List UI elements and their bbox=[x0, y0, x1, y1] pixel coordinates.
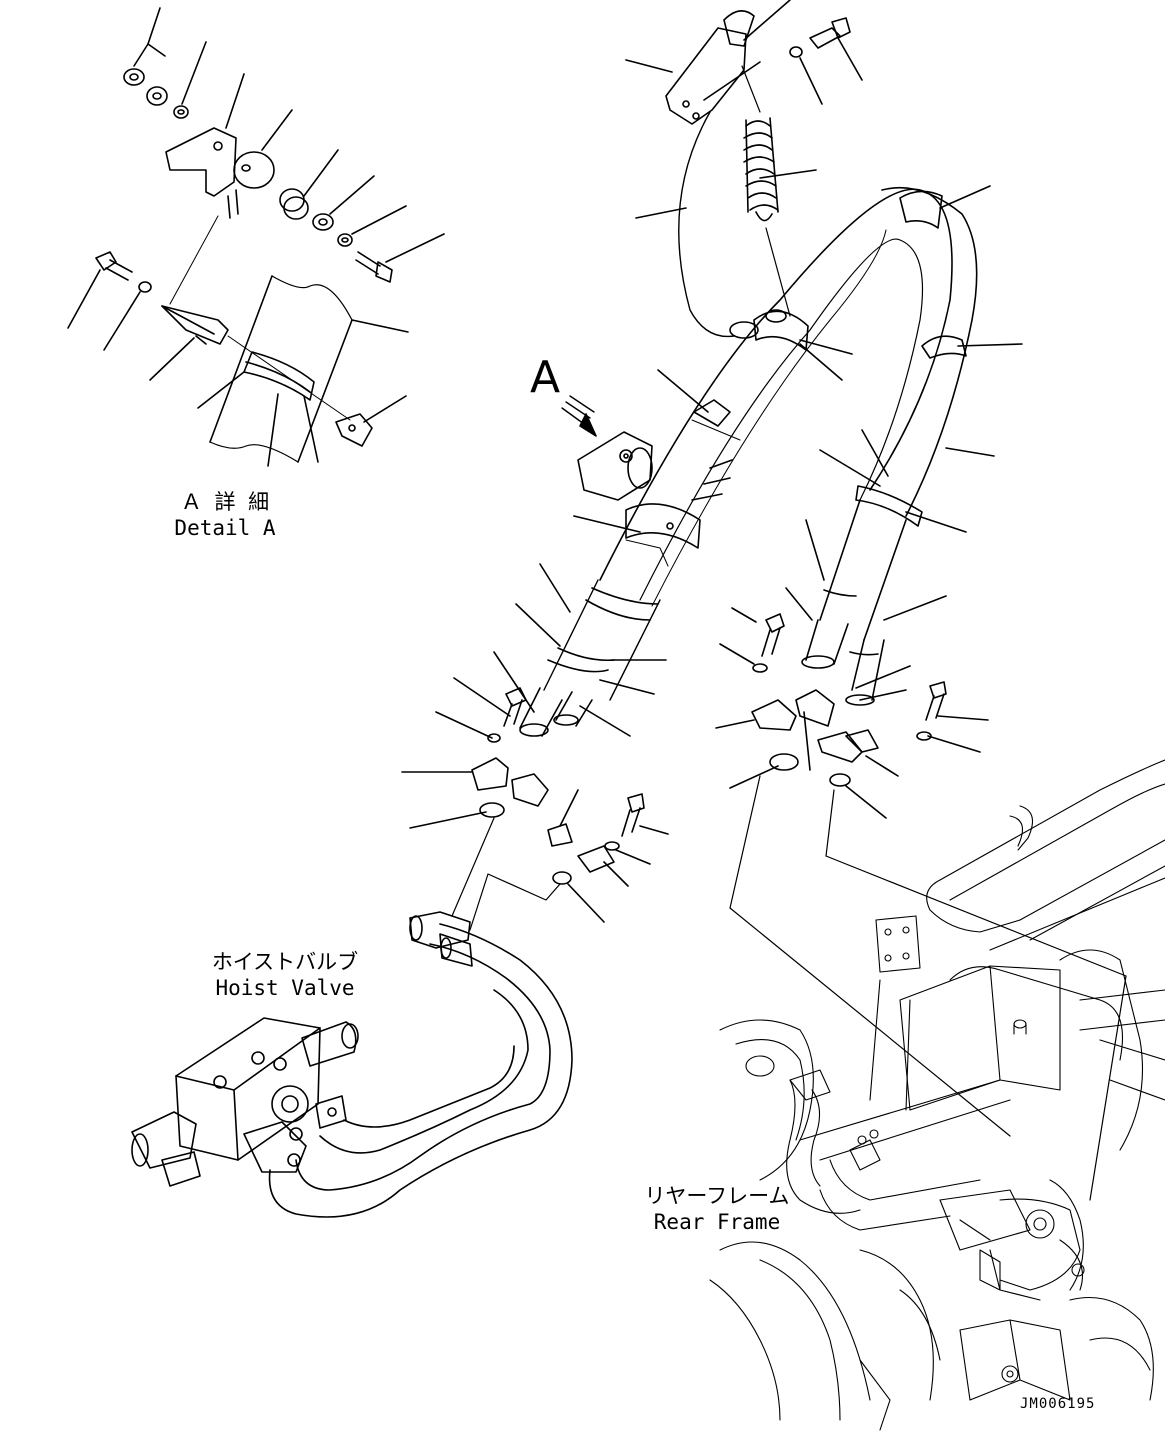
detail-bolt bbox=[96, 252, 116, 270]
hoist-valve-label-en: Hoist Valve bbox=[215, 976, 355, 1000]
left-bracket bbox=[578, 432, 652, 500]
view-letter-a: A bbox=[530, 352, 561, 403]
rear-frame-label-en: Rear Frame bbox=[653, 1210, 781, 1234]
detail-a-assembly bbox=[68, 8, 444, 466]
top-bracket bbox=[666, 28, 746, 124]
detail-a-title-en: Detail A bbox=[174, 516, 276, 540]
nut-pair bbox=[124, 44, 188, 118]
spacer bbox=[280, 189, 308, 219]
right-hose-pair bbox=[820, 500, 906, 640]
hoist-valve-label-jp: ホイストバルブ bbox=[211, 950, 359, 974]
detail-a-title-jp: Ａ 詳 細 bbox=[180, 490, 270, 514]
drawing-code: JM006195 bbox=[1020, 1396, 1096, 1412]
rear-frame-label-jp: リヤーフレーム bbox=[644, 1184, 790, 1208]
hoist-valve bbox=[132, 912, 572, 1217]
rear-frame bbox=[710, 760, 1165, 1430]
support-cable bbox=[679, 112, 734, 336]
detail-hose bbox=[210, 276, 352, 462]
rubber-cushion bbox=[234, 152, 274, 188]
u-hose bbox=[600, 189, 952, 580]
detail-bracket bbox=[166, 128, 236, 196]
hose-assembly bbox=[402, 0, 1126, 1200]
tension-spring bbox=[744, 118, 778, 221]
